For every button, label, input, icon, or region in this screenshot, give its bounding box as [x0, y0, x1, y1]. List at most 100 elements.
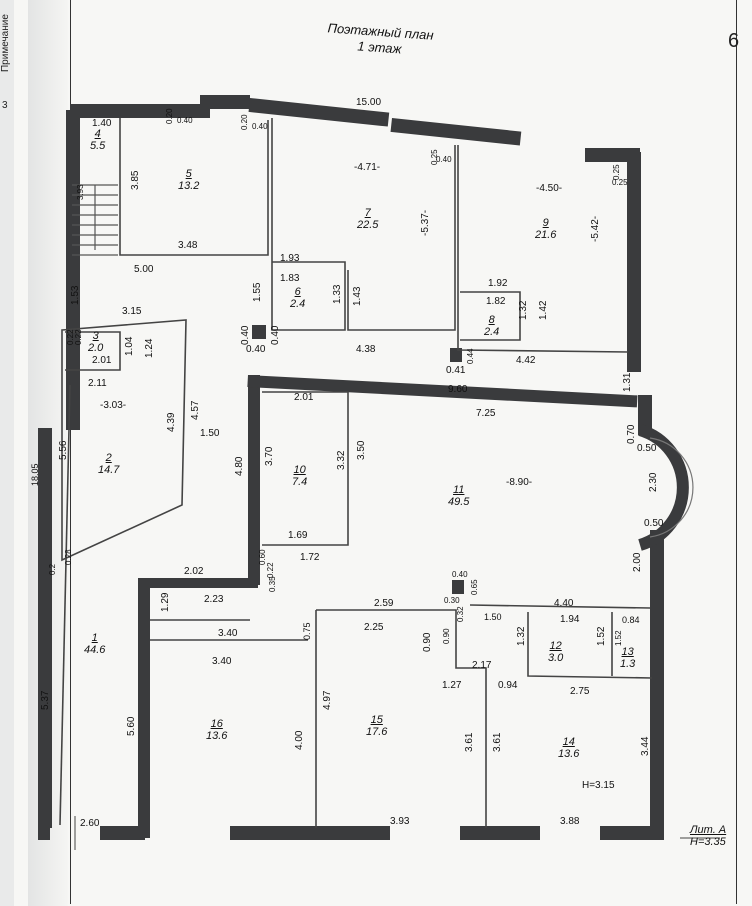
dim-label-vertical: 0.35 [268, 576, 277, 592]
wall-top-5 [585, 148, 640, 162]
wall-int-room16-left [138, 578, 150, 838]
dim-label: 0.40 [436, 155, 452, 164]
dim-label: 0.84 [622, 615, 640, 625]
room-number: 13 [621, 646, 634, 658]
dim-label: 3.93 [390, 816, 410, 827]
room-area: 5.5 [90, 140, 106, 152]
dim-label: 3.40 [218, 628, 238, 639]
dim-label: 0.50 [637, 443, 657, 454]
dim-label-vertical: 0.20 [240, 114, 249, 130]
drawing-frame [70, 0, 737, 904]
dim-label: 4.40 [554, 598, 574, 609]
dim-label: 0.30 [444, 596, 460, 605]
dim-label-vertical: 1.33 [332, 284, 343, 304]
wall-bottom-2 [100, 826, 145, 840]
room-area: 1.3 [620, 658, 636, 670]
dim-label: 4.38 [356, 344, 376, 355]
wall-right-lower [650, 530, 664, 830]
wall-bottom-5 [600, 826, 664, 840]
room5-outline [119, 118, 269, 256]
wall-top-3 [248, 97, 390, 127]
dim-label-vertical: 0.90 [442, 628, 451, 644]
room-area: 21.6 [535, 229, 557, 241]
dim-label-vertical: 0.25 [612, 164, 621, 180]
dim-label: 2.59 [374, 598, 394, 609]
dim-label-vertical: 0.25 [430, 149, 439, 165]
dim-label: 2.01 [294, 392, 314, 403]
litera-label: Лит. А [690, 824, 727, 836]
dim-label-vertical: 0.32 [456, 606, 465, 622]
dim-label: -3.03- [100, 400, 127, 411]
room-number: 2 [105, 452, 112, 464]
room-area: 13.6 [558, 748, 580, 760]
room-number: 8 [488, 314, 495, 326]
dim-label-vertical: 0.28 [64, 549, 73, 565]
dim-label-vertical: 1.53 [70, 285, 81, 305]
wall-int-hall-bottom [140, 578, 258, 588]
room-area: 2.4 [290, 298, 306, 310]
wall-left-upper [66, 110, 80, 430]
room-number: 9 [542, 217, 549, 229]
dim-label: 1.82 [486, 296, 506, 307]
dim-label: 1.50 [200, 428, 220, 439]
dim-label: 5.00 [134, 264, 154, 275]
dim-label: 2.75 [570, 686, 590, 697]
wall-bottom-1 [38, 826, 50, 840]
dim-label: -8.90- [506, 477, 533, 488]
column-3 [452, 580, 464, 594]
dim-label: 1.27 [442, 680, 462, 691]
dim-label: 1.69 [288, 530, 308, 541]
dim-label: 3.48 [178, 240, 198, 251]
dim-label: 15.00 [356, 97, 382, 108]
dim-label: 0.40 [252, 122, 268, 131]
wall-top-2 [200, 95, 250, 109]
dim-label: 0.40 [246, 344, 266, 355]
wall-top-4 [390, 117, 522, 146]
dim-label: 2.11 [88, 378, 107, 389]
dim-label-vertical: 3.44 [640, 736, 651, 756]
dim-label: 1.83 [280, 273, 300, 284]
room-number: 12 [549, 640, 562, 652]
dim-label-vertical: 1.04 [124, 336, 135, 356]
dim-label-vertical: 3.32 [336, 450, 347, 470]
dim-label-vertical: 0.44 [466, 348, 475, 364]
dim-label-vertical: 5.56 [58, 440, 69, 460]
room-number: 15 [370, 714, 383, 726]
dim-label: -4.71- [354, 162, 381, 173]
room-area: 7.4 [292, 476, 308, 488]
dim-label-vertical: -5.42- [590, 215, 601, 242]
room-number: 10 [293, 464, 306, 476]
room-number: 11 [453, 484, 465, 496]
dim-label-vertical: 3.93 [76, 184, 85, 200]
room-area: 13.2 [178, 180, 200, 192]
dim-label: 3.88 [560, 816, 580, 827]
column-1 [252, 325, 266, 339]
dim-label-vertical: 1.32 [518, 300, 529, 320]
dim-label-vertical: 0.2 [48, 563, 57, 575]
dim-label-vertical: 1.52 [614, 630, 623, 646]
dim-label-vertical: 1.24 [144, 338, 155, 358]
dim-label: -4.50- [536, 183, 563, 194]
dim-label: 1.50 [484, 612, 502, 622]
dim-label-vertical: 2.00 [632, 552, 643, 572]
room12-top [469, 604, 651, 609]
dim-label-vertical: 1.42 [538, 300, 549, 320]
stairs [72, 184, 118, 256]
sheet-number: 3 [2, 100, 8, 111]
dim-label: 1.40 [92, 118, 112, 129]
room-area: 44.6 [84, 644, 106, 656]
dim-label-vertical: 4.57 [190, 400, 201, 420]
wall-int-hall-top [247, 375, 638, 408]
dim-label: 2.02 [184, 566, 204, 577]
room-area: 22.5 [357, 219, 379, 231]
bay-window-glass [649, 437, 694, 538]
page-number: 6 [728, 30, 740, 52]
dim-label-vertical: 4.00 [294, 730, 305, 750]
dim-label-vertical: 2.30 [648, 472, 659, 492]
